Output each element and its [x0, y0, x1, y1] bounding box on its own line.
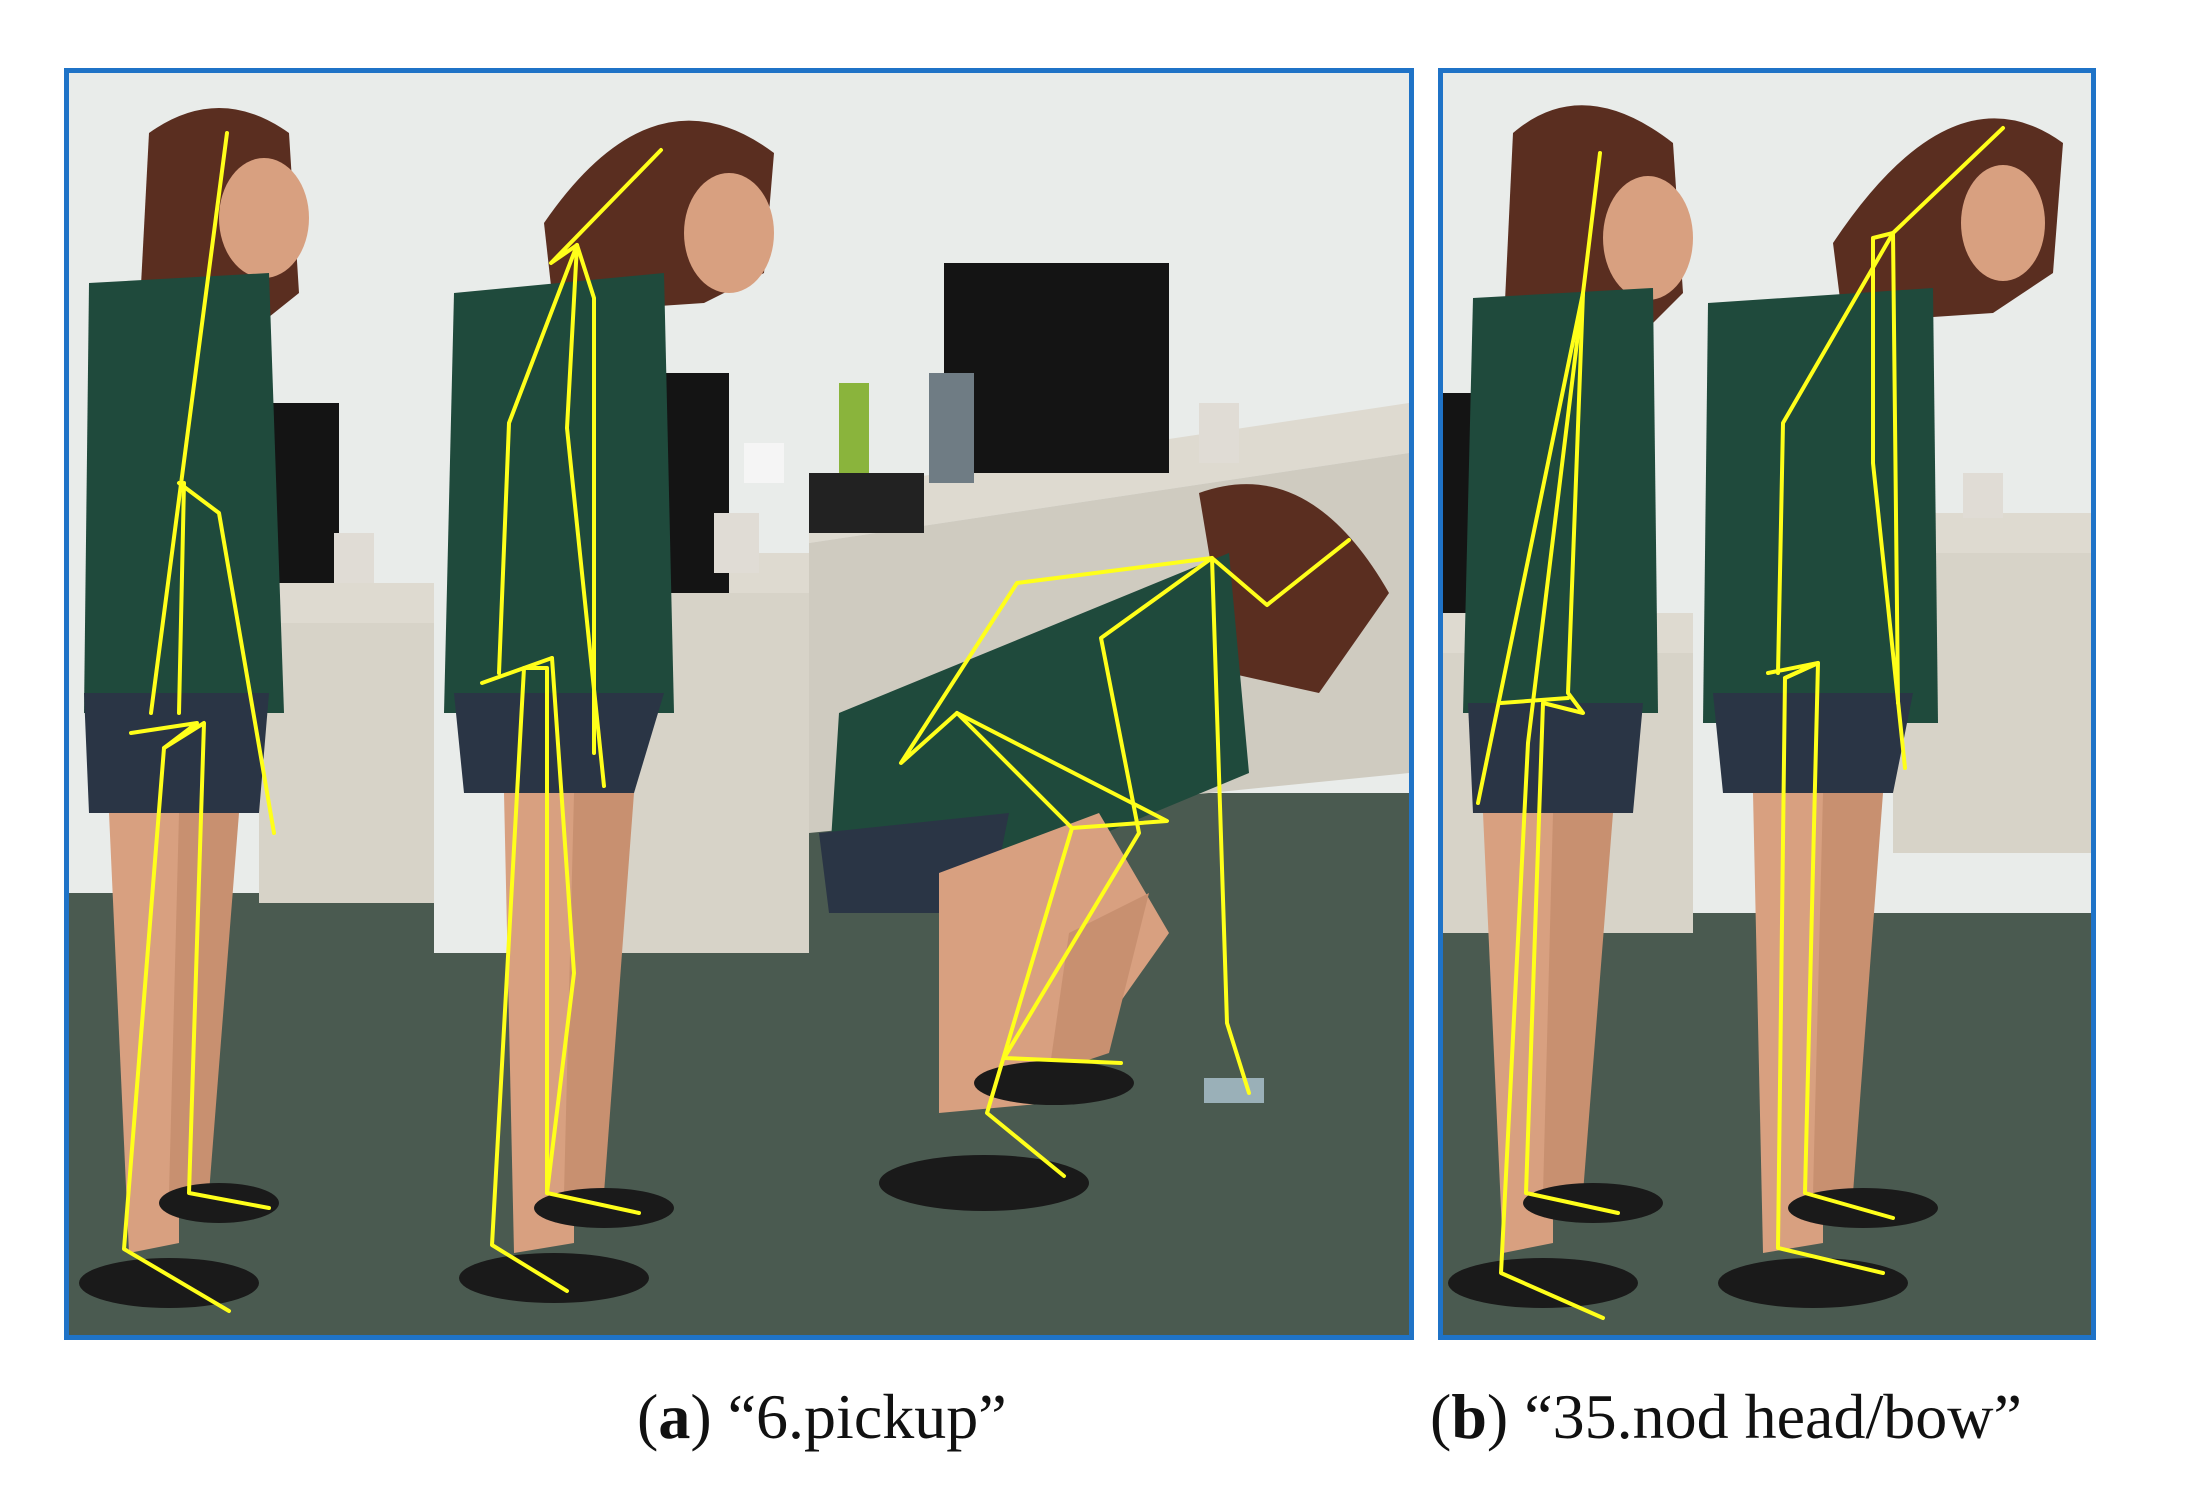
skeleton-overlay-a3	[899, 538, 1351, 1178]
panel-a-frame-1	[69, 73, 434, 1335]
panel-a-image-strip	[64, 68, 1414, 1340]
skeleton-overlay-a1	[122, 131, 276, 1313]
panel-a-frame-2	[434, 73, 809, 1335]
panel-a-frame-3	[809, 73, 1409, 1335]
caption-a-title: “6.pickup”	[727, 1381, 1007, 1452]
skeleton-overlay-b2	[1766, 126, 2005, 1275]
frame-b1-photo	[1443, 73, 1693, 1335]
caption-panel-a: (a) “6.pickup”	[637, 1381, 1007, 1452]
panel-b-frame-1	[1443, 73, 1693, 1335]
skeleton-overlay-a2	[480, 148, 663, 1293]
frame-a2-photo	[434, 73, 809, 1335]
caption-a-label: a	[658, 1381, 691, 1452]
panel-b-frame-2	[1693, 73, 2091, 1335]
skeleton-overlay-b1	[1476, 151, 1620, 1320]
frame-b2-photo	[1693, 73, 2091, 1335]
frame-a3-photo	[809, 73, 1409, 1335]
caption-b-title: “35.nod head/bow”	[1524, 1381, 2022, 1452]
caption-b-label: b	[1451, 1381, 1487, 1452]
panel-b-image-strip	[1438, 68, 2096, 1340]
frame-a1-photo	[69, 73, 434, 1335]
caption-panel-b: (b) “35.nod head/bow”	[1430, 1381, 2022, 1452]
